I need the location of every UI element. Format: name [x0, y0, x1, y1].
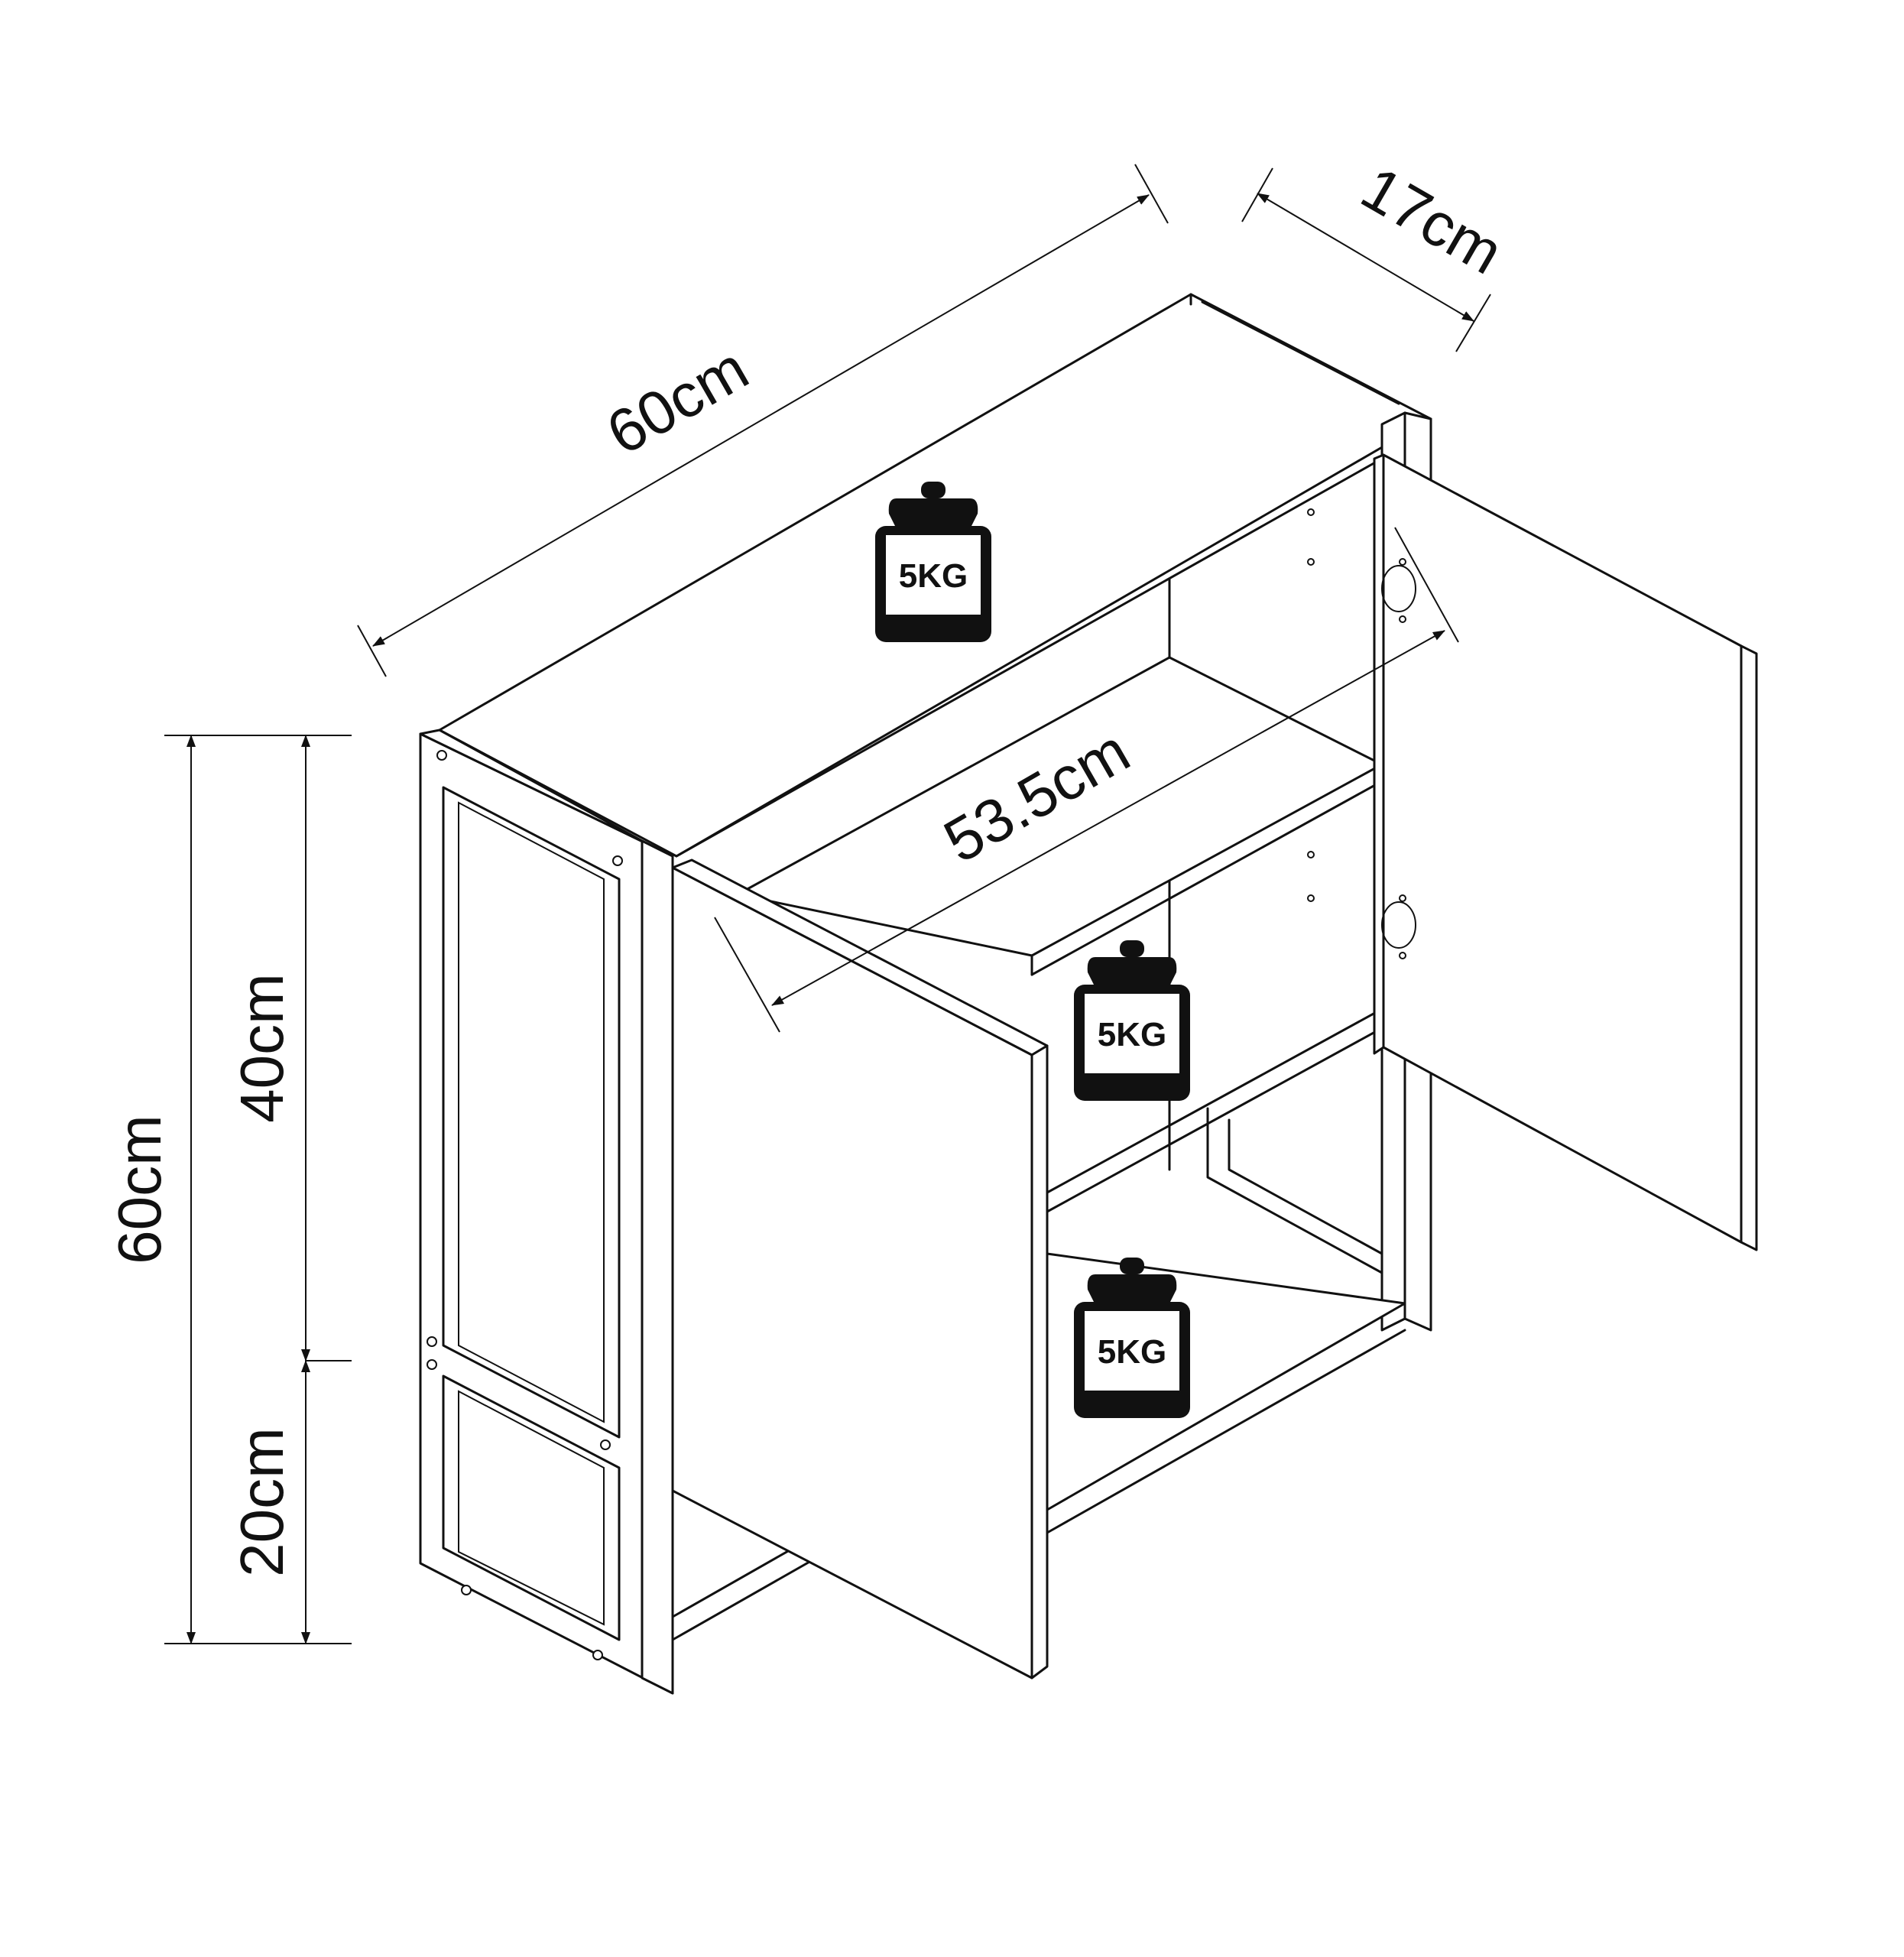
dimension-arrow-icon: [771, 630, 1445, 1006]
dimension-depth: 17cm: [1241, 154, 1514, 352]
dimension-label-lower-height: 20cm: [228, 1427, 296, 1577]
dimension-label-total-width: 60cm: [595, 334, 759, 468]
left-frame-upper-window: [442, 786, 621, 1439]
dimension-label-depth: 17cm: [1351, 154, 1514, 287]
dimension-label-upper-height: 40cm: [228, 973, 296, 1123]
dimension-total-height: 60cm: [105, 735, 352, 1644]
weight-label-middle-shelf: 5KG: [1098, 1016, 1166, 1053]
left-frame-edge: [641, 839, 674, 1695]
weight-label-bottom-shelf: 5KG: [1098, 1333, 1166, 1371]
dimension-arrow-icon: [1257, 193, 1474, 322]
left-frame-lower-window: [442, 1374, 621, 1641]
weight-icon: 5KG: [1074, 940, 1190, 1101]
dimension-arrow-icon: [372, 194, 1150, 647]
dimension-lower-height: 20cm: [228, 1360, 310, 1644]
dimension-upper-height: 40cm: [228, 735, 352, 1361]
hinge-cup-upper: [1381, 565, 1416, 612]
left-frame-side: [419, 729, 674, 1695]
dimension-label-total-height: 60cm: [105, 1115, 174, 1264]
weight-label-top: 5KG: [899, 557, 968, 595]
weight-icon: 5KG: [1074, 1258, 1190, 1418]
weight-icon: 5KG: [875, 482, 991, 642]
left-door[interactable]: [671, 858, 1049, 1680]
